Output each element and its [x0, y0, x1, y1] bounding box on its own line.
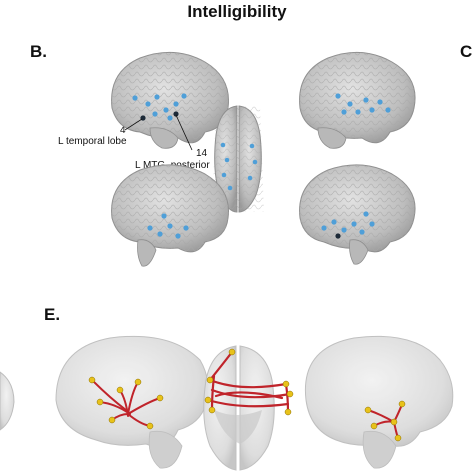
- glass-brain-left-edge: [0, 371, 15, 431]
- brain-lateral-left-bottom: [111, 164, 230, 267]
- nodes-lateral-right-bottom: [321, 211, 375, 239]
- annotation-region-14-number: 14: [196, 148, 208, 159]
- glass-brain-lateral-right: [304, 335, 454, 469]
- nodes-dorsal-center-yellow: [204, 348, 294, 416]
- nodes-lateral-left-yellow: [88, 376, 164, 430]
- annotation-line-4: [124, 118, 143, 131]
- brain-lateral-right-bottom: [299, 164, 416, 265]
- panel-label-e: E.: [44, 305, 61, 324]
- annotation-region-4-number: 4: [120, 125, 126, 136]
- figure-title: Intelligibility: [187, 2, 287, 21]
- annotation-region-4-label: L temporal lobe: [58, 136, 127, 147]
- panel-label-b: B.: [30, 42, 47, 61]
- nodes-lateral-right-yellow: [364, 400, 406, 442]
- annotation-line-14: [175, 114, 193, 151]
- glass-brain-lateral-left: [55, 335, 209, 469]
- panel-label-c: C: [460, 42, 473, 61]
- nodes-lateral-left-bottom: [147, 213, 189, 239]
- nodes-lateral-right-top: [335, 93, 391, 115]
- glass-brain-dorsal-center: [203, 345, 275, 471]
- brain-lateral-right-top: [299, 51, 416, 149]
- brain-lateral-left-top: [111, 51, 230, 149]
- nodes-lateral-left-top: [132, 93, 187, 121]
- nodes-dorsal-center: [220, 142, 258, 191]
